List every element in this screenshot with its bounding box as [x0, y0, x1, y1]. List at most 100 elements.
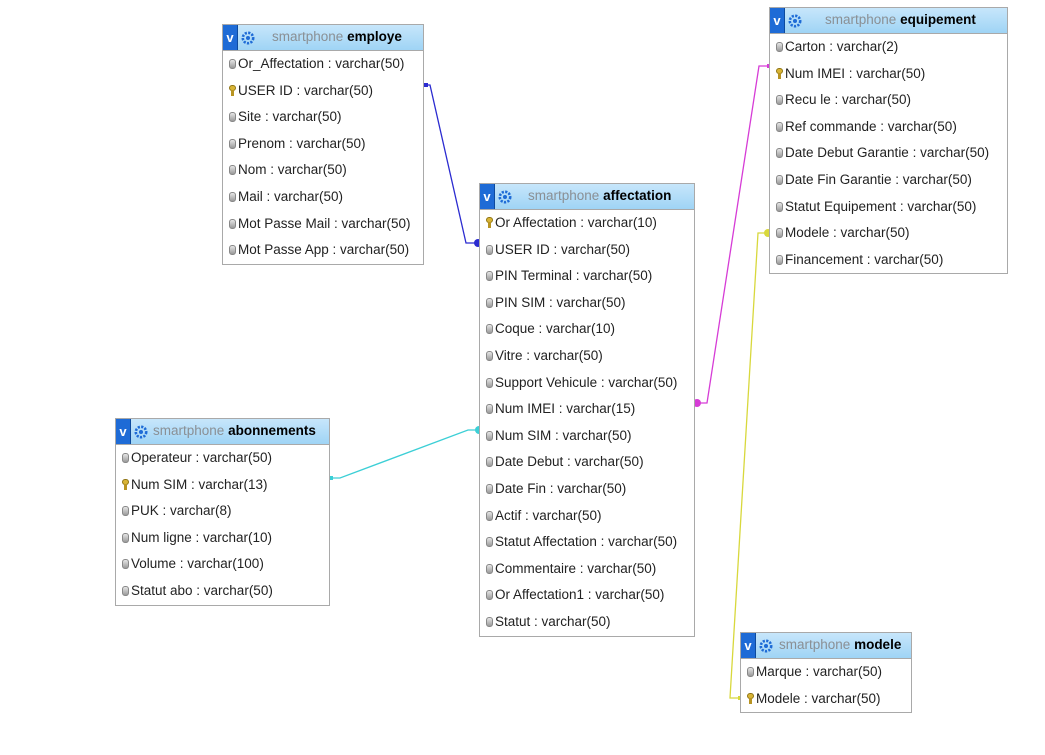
- column-icon: [229, 138, 236, 149]
- column-row[interactable]: Ref commande : varchar(50): [770, 114, 1007, 141]
- column-row[interactable]: Num SIM : varchar(50): [480, 423, 694, 450]
- column-row[interactable]: Date Fin : varchar(50): [480, 476, 694, 503]
- table-modele[interactable]: v smartphone modele Marque : varchar(50)…: [740, 632, 912, 714]
- column-icon: [486, 483, 493, 494]
- column-row[interactable]: Marque : varchar(50): [741, 659, 911, 686]
- column-row[interactable]: Actif : varchar(50): [480, 503, 694, 530]
- toggle-button[interactable]: v: [480, 184, 495, 209]
- column-label: Num IMEI : varchar(50): [785, 65, 926, 81]
- column-label: Date Debut : varchar(50): [495, 454, 644, 470]
- column-row[interactable]: Mot Passe App : varchar(50): [223, 237, 423, 264]
- relation-modele-equipement: [729, 229, 772, 700]
- column-row[interactable]: Vitre : varchar(50): [480, 343, 694, 370]
- gear-icon[interactable]: [759, 639, 773, 653]
- column-row[interactable]: Or Affectation1 : varchar(50): [480, 582, 694, 609]
- column-row[interactable]: Num ligne : varchar(10): [116, 525, 329, 552]
- column-row[interactable]: Recu le : varchar(50): [770, 87, 1007, 114]
- toggle-button[interactable]: v: [223, 25, 238, 50]
- column-row[interactable]: Or Affectation : varchar(10): [480, 210, 694, 237]
- toggle-button[interactable]: v: [116, 419, 131, 444]
- column-icon: [776, 148, 783, 159]
- column-row[interactable]: Modele : varchar(50): [770, 220, 1007, 247]
- column-label: Support Vehicule : varchar(50): [495, 374, 678, 390]
- column-row[interactable]: Num IMEI : varchar(50): [770, 61, 1007, 88]
- table-title: smartphone employe: [272, 29, 402, 44]
- relation-employe-affectation: [424, 83, 482, 247]
- table-title: smartphone equipement: [825, 12, 976, 27]
- column-row[interactable]: Financement : varchar(50): [770, 247, 1007, 274]
- column-row[interactable]: Volume : varchar(100): [116, 551, 329, 578]
- column-label: Date Fin : varchar(50): [495, 480, 627, 496]
- column-row[interactable]: PIN SIM : varchar(50): [480, 290, 694, 317]
- toggle-button[interactable]: v: [770, 8, 785, 33]
- column-label: Num SIM : varchar(13): [131, 476, 268, 492]
- column-row[interactable]: Operateur : varchar(50): [116, 445, 329, 472]
- column-label: Prenom : varchar(50): [238, 135, 366, 151]
- column-icon: [229, 165, 236, 176]
- column-label: Num SIM : varchar(50): [495, 427, 632, 443]
- column-row[interactable]: Date Debut : varchar(50): [480, 449, 694, 476]
- column-label: Date Fin Garantie : varchar(50): [785, 171, 972, 187]
- column-row[interactable]: Nom : varchar(50): [223, 157, 423, 184]
- column-row[interactable]: Prenom : varchar(50): [223, 131, 423, 158]
- primary-key-icon: [776, 67, 783, 79]
- table-header[interactable]: v smartphone affectation: [480, 184, 694, 210]
- column-icon: [122, 453, 129, 463]
- column-row[interactable]: USER ID : varchar(50): [223, 78, 423, 105]
- table-header[interactable]: v smartphone employe: [223, 25, 423, 51]
- column-label: Coque : varchar(10): [495, 321, 616, 337]
- column-label: Or_Affectation : varchar(50): [238, 56, 405, 71]
- column-row[interactable]: Statut Affectation : varchar(50): [480, 529, 694, 556]
- column-icon: [486, 377, 493, 388]
- column-row[interactable]: Date Fin Garantie : varchar(50): [770, 167, 1007, 194]
- table-equipement[interactable]: v smartphone equipement Carton : varchar…: [769, 7, 1008, 275]
- column-label: Or Affectation1 : varchar(50): [495, 587, 665, 603]
- table-header[interactable]: v smartphone equipement: [770, 8, 1007, 34]
- column-row[interactable]: Statut Equipement : varchar(50): [770, 194, 1007, 221]
- column-label: Statut : varchar(50): [495, 613, 611, 629]
- column-icon: [486, 457, 493, 468]
- column-label: Statut abo : varchar(50): [131, 582, 273, 598]
- column-icon: [747, 667, 754, 677]
- column-label: Nom : varchar(50): [238, 162, 347, 178]
- column-row[interactable]: Or_Affectation : varchar(50): [223, 51, 423, 78]
- column-row[interactable]: Num IMEI : varchar(15): [480, 396, 694, 423]
- column-row[interactable]: Statut : varchar(50): [480, 609, 694, 636]
- column-label: Actif : varchar(50): [495, 507, 602, 523]
- column-label: Commentaire : varchar(50): [495, 560, 657, 576]
- column-row[interactable]: Date Debut Garantie : varchar(50): [770, 140, 1007, 167]
- column-label: Volume : varchar(100): [131, 556, 264, 572]
- gear-icon[interactable]: [134, 425, 148, 439]
- column-row[interactable]: PIN Terminal : varchar(50): [480, 263, 694, 290]
- table-affectation[interactable]: v smartphone affectation Or Affectation …: [479, 183, 695, 637]
- toggle-button[interactable]: v: [741, 633, 756, 658]
- column-row[interactable]: Carton : varchar(2): [770, 34, 1007, 61]
- column-row[interactable]: Commentaire : varchar(50): [480, 556, 694, 583]
- column-row[interactable]: USER ID : varchar(50): [480, 237, 694, 264]
- column-icon: [486, 430, 493, 441]
- column-icon: [486, 537, 493, 548]
- column-icon: [229, 218, 236, 229]
- table-employe[interactable]: v smartphone employe Or_Affectation : va…: [222, 24, 424, 265]
- table-header[interactable]: v smartphone modele: [741, 633, 911, 659]
- column-row[interactable]: PUK : varchar(8): [116, 498, 329, 525]
- column-row[interactable]: Statut abo : varchar(50): [116, 578, 329, 605]
- column-row[interactable]: Modele : varchar(50): [741, 686, 911, 713]
- gear-icon[interactable]: [788, 14, 802, 28]
- column-row[interactable]: Mot Passe Mail : varchar(50): [223, 211, 423, 238]
- column-row[interactable]: Coque : varchar(10): [480, 316, 694, 343]
- relation-equipement-affectation: [693, 64, 771, 407]
- gear-icon[interactable]: [241, 31, 255, 45]
- column-icon: [486, 404, 493, 415]
- column-label: Modele : varchar(50): [756, 690, 881, 706]
- table-abonnements[interactable]: v smartphone abonnements Operateur : var…: [115, 418, 330, 606]
- column-row[interactable]: Site : varchar(50): [223, 104, 423, 131]
- column-row[interactable]: Support Vehicule : varchar(50): [480, 370, 694, 397]
- column-icon: [229, 245, 236, 256]
- column-row[interactable]: Num SIM : varchar(13): [116, 472, 329, 499]
- gear-icon[interactable]: [498, 190, 512, 204]
- table-title: smartphone abonnements: [153, 423, 316, 438]
- column-label: Num IMEI : varchar(15): [495, 401, 636, 417]
- table-header[interactable]: v smartphone abonnements: [116, 419, 329, 445]
- column-row[interactable]: Mail : varchar(50): [223, 184, 423, 211]
